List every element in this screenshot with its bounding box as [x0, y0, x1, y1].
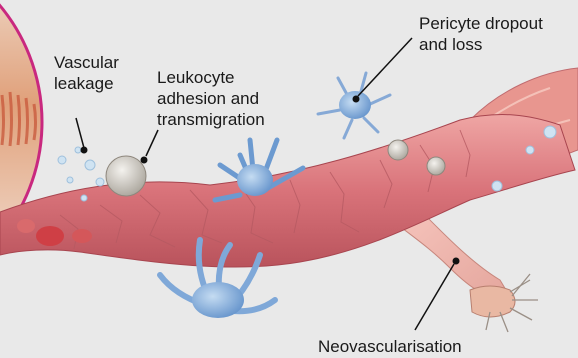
main-blood-vessel: [0, 115, 575, 267]
label-line: Vascular: [54, 52, 119, 73]
label-line: and loss: [419, 34, 543, 55]
label-line: adhesion and: [157, 88, 265, 109]
label-line: Leukocyte: [157, 67, 265, 88]
label-leukocyte-adhesion: Leukocyte adhesion and transmigration: [157, 67, 265, 130]
label-line: Pericyte dropout: [419, 13, 543, 34]
leader-leukocyte: [146, 130, 158, 156]
tissue-inset: [0, 0, 42, 304]
leader-pericyte: [358, 38, 412, 96]
leader-neovascularisation: [415, 264, 454, 330]
leader-vascular-leakage: [76, 118, 84, 148]
label-neovascularisation: Neovascularisation: [318, 336, 462, 357]
pericyte-cell: [339, 91, 371, 119]
neovessel-sprout: [398, 205, 538, 332]
label-line: Neovascularisation: [318, 336, 462, 357]
label-vascular-leakage: Vascular leakage: [54, 52, 119, 94]
label-pericyte-dropout: Pericyte dropout and loss: [419, 13, 543, 55]
leukocyte: [388, 140, 408, 160]
leukocyte: [106, 156, 146, 196]
label-line: leakage: [54, 73, 119, 94]
pericyte-cell: [192, 282, 244, 318]
pericyte-cell: [237, 164, 273, 196]
leukocyte: [427, 157, 445, 175]
label-line: transmigration: [157, 109, 265, 130]
